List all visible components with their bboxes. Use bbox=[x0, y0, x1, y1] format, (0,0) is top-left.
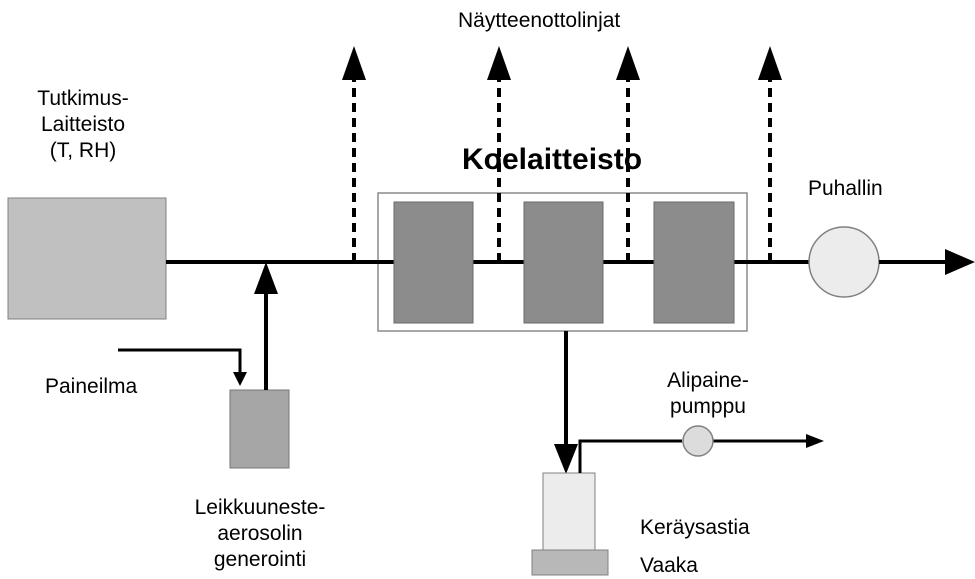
research-equipment-label: Tutkimus- Laitteisto (T, RH) bbox=[18, 86, 148, 164]
research-equipment-line-1: Tutkimus- bbox=[37, 87, 129, 110]
collection-vessel bbox=[542, 472, 596, 551]
vacuum-pump-line-1: Alipaine- bbox=[667, 369, 749, 392]
chamber-2 bbox=[523, 201, 604, 324]
research-equipment-line-3: (T, RH) bbox=[49, 139, 117, 162]
sampling-lines-label: Näytteenottolinjat bbox=[458, 9, 621, 32]
sampling-line-2 bbox=[487, 46, 511, 262]
aerosol-feed-line bbox=[254, 262, 278, 390]
vacuum-line bbox=[578, 434, 824, 473]
sampling-line-1 bbox=[342, 46, 366, 262]
outlet-arrowhead bbox=[945, 249, 975, 275]
chamber-3 bbox=[653, 201, 735, 324]
research-equipment-line-2: Laitteisto bbox=[40, 113, 126, 136]
fan-icon bbox=[808, 226, 880, 298]
sampling-line-4 bbox=[758, 46, 782, 262]
fan-label: Puhallin bbox=[808, 177, 883, 200]
aerosol-generation-label: Leikkuuneste- aerosolin generointi bbox=[170, 495, 350, 573]
scale-label: Vaaka bbox=[640, 554, 698, 577]
aerosol-generation-line-3: generointi bbox=[213, 548, 307, 571]
aerosol-generator-box bbox=[229, 389, 290, 469]
research-equipment-box bbox=[7, 197, 167, 320]
aerosol-generation-line-2: aerosolin bbox=[217, 522, 303, 545]
compressed-air-label: Paineilma bbox=[45, 375, 138, 398]
collection-vessel-label: Keräysastia bbox=[640, 516, 750, 539]
vacuum-pump-line-2: pumppu bbox=[670, 395, 746, 418]
compressed-air-line bbox=[118, 348, 247, 386]
chamber-1 bbox=[393, 201, 474, 324]
vacuum-pump-icon bbox=[682, 425, 714, 457]
drain-line bbox=[554, 331, 578, 474]
scale-plate bbox=[531, 549, 609, 576]
test-apparatus-label: Koelaitteisto bbox=[462, 143, 643, 176]
sampling-line-3 bbox=[616, 46, 640, 262]
vacuum-pump-label: Alipaine- pumppu bbox=[648, 368, 768, 420]
aerosol-generation-line-1: Leikkuuneste- bbox=[194, 496, 326, 519]
